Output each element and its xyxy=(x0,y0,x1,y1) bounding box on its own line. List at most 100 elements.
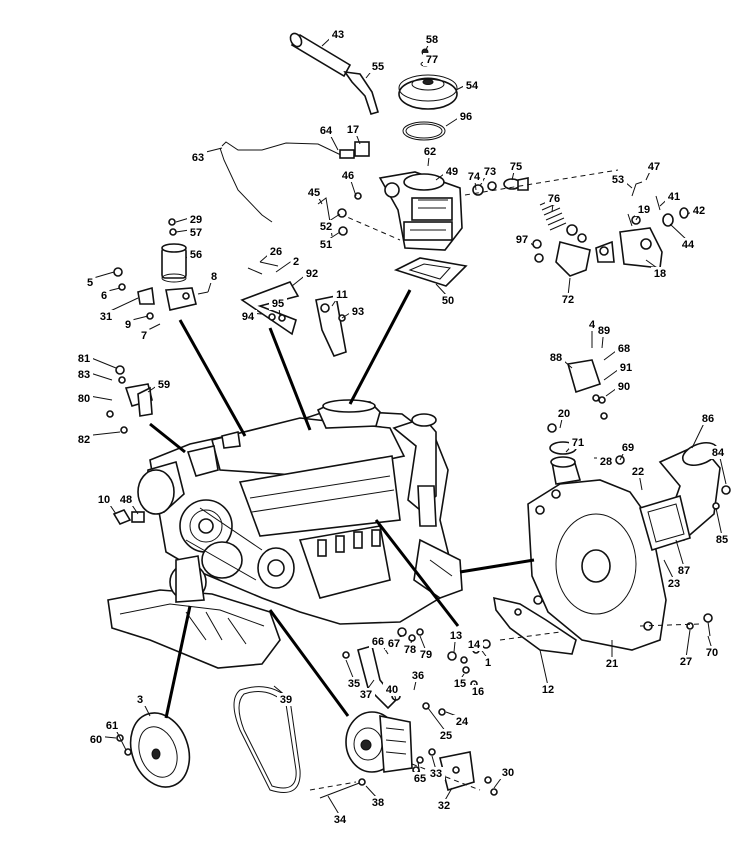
callout-bg-55 xyxy=(369,60,387,73)
callout-70: 70 xyxy=(706,647,718,659)
callout-bg-10 xyxy=(95,493,113,506)
coil-assembly xyxy=(113,218,209,320)
callout-bg-76 xyxy=(545,192,563,205)
callout-16: 16 xyxy=(472,686,484,698)
callout-bg-44 xyxy=(679,238,697,251)
callout-bg-53 xyxy=(609,173,627,186)
callout-bg-46 xyxy=(339,169,357,182)
callout-labels: 1234567891011121314151617181920212223242… xyxy=(75,28,731,826)
callout-25: 25 xyxy=(440,730,452,742)
callout-leader-12 xyxy=(539,649,549,687)
callout-94: 94 xyxy=(242,311,255,323)
callout-bg-27 xyxy=(677,655,695,668)
fuel-line xyxy=(219,141,370,223)
callout-1: 1 xyxy=(485,657,491,669)
callout-92: 92 xyxy=(306,268,318,280)
callout-bg-57 xyxy=(187,226,205,239)
callout-86: 86 xyxy=(702,413,714,425)
callout-34: 34 xyxy=(334,814,347,826)
callout-bg-47 xyxy=(645,160,663,173)
callout-bg-45 xyxy=(305,186,323,199)
callout-bg-81 xyxy=(75,352,93,365)
callout-leader-35 xyxy=(345,659,355,681)
callout-37: 37 xyxy=(360,689,372,701)
callout-bg-19 xyxy=(635,203,653,216)
callout-88: 88 xyxy=(550,352,562,364)
callout-bg-42 xyxy=(690,204,708,217)
alternator-mount-bracket xyxy=(412,748,498,796)
callout-bg-77 xyxy=(423,53,441,66)
callout-bg-66 xyxy=(369,635,387,648)
callout-74: 74 xyxy=(468,171,481,183)
callout-bg-62 xyxy=(421,145,439,158)
callout-bg-93 xyxy=(349,305,367,318)
lift-eye-bracket xyxy=(106,365,153,434)
callout-48: 48 xyxy=(120,494,132,506)
callout-66: 66 xyxy=(372,636,384,648)
callout-62: 62 xyxy=(424,146,436,158)
callout-bg-16 xyxy=(469,685,487,698)
callout-21: 21 xyxy=(606,658,618,670)
carburetor-gasket xyxy=(393,257,468,287)
alternator xyxy=(319,711,413,799)
callout-80: 80 xyxy=(78,393,90,405)
callout-bg-6 xyxy=(98,289,110,302)
callout-bg-35 xyxy=(345,677,363,690)
carburetor xyxy=(339,171,463,251)
callout-bg-60 xyxy=(87,733,105,746)
callout-46: 46 xyxy=(342,170,354,182)
callout-bg-25 xyxy=(437,729,455,742)
callout-bg-63 xyxy=(189,151,207,164)
callout-bg-90 xyxy=(615,380,633,393)
callout-10: 10 xyxy=(98,494,110,506)
callout-63: 63 xyxy=(192,152,204,164)
temperature-sender xyxy=(112,509,145,525)
callout-bg-41 xyxy=(665,190,683,203)
callout-3: 3 xyxy=(137,694,143,706)
callout-41: 41 xyxy=(668,191,680,203)
callout-bg-52 xyxy=(317,220,335,233)
callout-8: 8 xyxy=(211,271,217,283)
callout-69: 69 xyxy=(622,442,634,454)
callout-bg-32 xyxy=(435,799,453,812)
callout-bg-61 xyxy=(103,719,121,732)
callout-64: 64 xyxy=(320,125,333,137)
callout-33: 33 xyxy=(430,768,442,780)
callout-bg-85 xyxy=(713,533,731,546)
callout-30: 30 xyxy=(502,767,514,779)
callout-13: 13 xyxy=(450,630,462,642)
callout-bg-80 xyxy=(75,392,93,405)
callout-bg-36 xyxy=(409,669,427,682)
callout-bg-74 xyxy=(465,170,483,183)
breather-hose xyxy=(343,70,379,115)
callout-20: 20 xyxy=(558,408,570,420)
callout-bg-67 xyxy=(385,637,403,650)
throttle-linkage xyxy=(464,169,689,277)
callout-19: 19 xyxy=(638,204,650,216)
callout-81: 81 xyxy=(78,353,90,365)
callout-bg-75 xyxy=(507,160,525,173)
callout-71: 71 xyxy=(572,437,584,449)
callout-44: 44 xyxy=(682,239,695,251)
callout-bg-9 xyxy=(122,318,134,331)
callout-60: 60 xyxy=(90,734,102,746)
callout-79: 79 xyxy=(420,649,432,661)
assembly-leaders xyxy=(149,289,701,791)
callout-bg-2 xyxy=(290,255,302,268)
callout-bg-5 xyxy=(84,276,96,289)
callout-leader-34 xyxy=(327,795,341,817)
callout-18: 18 xyxy=(654,268,666,280)
callout-68: 68 xyxy=(618,343,630,355)
callout-bg-69 xyxy=(619,441,637,454)
callout-bg-40 xyxy=(383,683,401,696)
callout-91: 91 xyxy=(620,362,632,374)
callout-bg-73 xyxy=(481,165,499,178)
callout-58: 58 xyxy=(426,34,438,46)
callout-bg-48 xyxy=(117,493,135,506)
callout-bg-29 xyxy=(187,213,205,226)
callout-76: 76 xyxy=(548,193,560,205)
callout-77: 77 xyxy=(426,54,438,66)
callout-47: 47 xyxy=(648,161,660,173)
callout-73: 73 xyxy=(484,166,496,178)
